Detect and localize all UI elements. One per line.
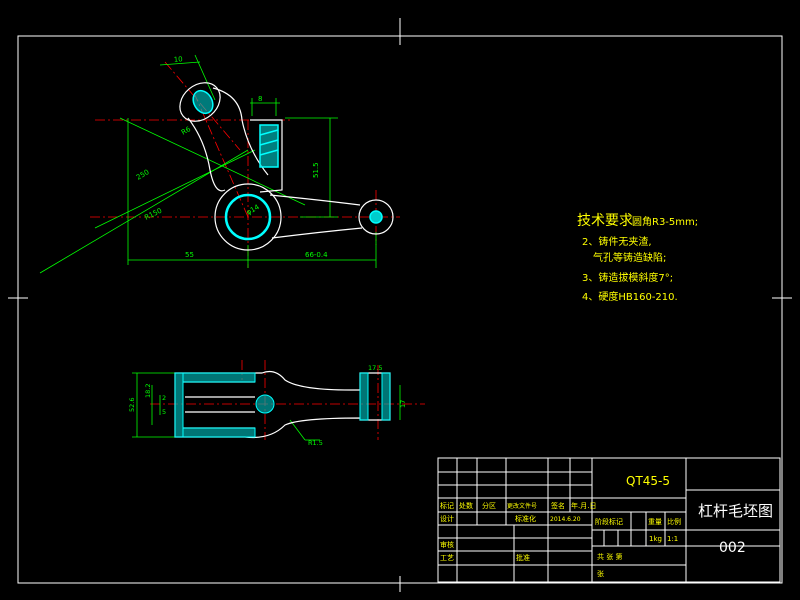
dim-18-2: 18.2 — [144, 384, 152, 398]
dim-8: 8 — [258, 95, 262, 103]
material: QT45-5 — [626, 474, 670, 488]
label-stage: 阶段标记 — [595, 517, 623, 526]
label-change-doc: 更改文件号 — [507, 502, 537, 510]
note-line3: 气孔等铸造缺陷; — [593, 251, 666, 264]
lever-outline — [179, 82, 394, 251]
sheet-label: 张 — [597, 569, 604, 578]
sheets-label: 共 张 第 — [597, 552, 622, 561]
dim-66: 66-0.4 — [305, 251, 328, 259]
dim-5: 5 — [162, 408, 166, 416]
top-dimension-labels: 10 8 R6 250 R150 55 66-0.4 51.5 φ14 — [135, 55, 328, 259]
sheet-border — [8, 18, 792, 592]
dim-2: 2 — [162, 394, 166, 402]
label-mark: 标记 — [440, 501, 454, 510]
technical-notes: 技术要求 圆角R3-5mm; 2、铸件无夹渣, 气孔等铸造缺陷; 3、铸造拔模斜… — [577, 213, 698, 303]
design-date: 2014.6.20 — [550, 516, 581, 523]
dim-phi14: φ14 — [245, 203, 261, 217]
dim-17-5: 17.5 — [368, 364, 382, 372]
dim-51-5: 51.5 — [312, 162, 320, 178]
note-line1-tail: 圆角R3-5mm; — [632, 216, 698, 228]
drawing-number: 002 — [719, 540, 746, 556]
label-process: 工艺 — [440, 554, 454, 562]
dim-r1-5: R1.5 — [308, 439, 323, 447]
dim-r6: R6 — [180, 125, 193, 137]
label-approve: 批准 — [516, 553, 530, 562]
side-hatch — [174, 372, 391, 438]
lever-side-view: 52.6 18.2 2 5 17.5 17 R1.5 — [128, 360, 425, 447]
label-review: 审核 — [440, 540, 454, 549]
label-standardize: 标准化 — [515, 514, 536, 523]
side-dimension-labels: 52.6 18.2 2 5 17.5 17 R1.5 — [128, 364, 407, 447]
label-sign: 签名 — [551, 501, 565, 510]
dim-r150: R150 — [143, 207, 163, 222]
label-date: 年.月.日 — [571, 501, 596, 510]
part-name: 杠杆毛坯图 — [698, 502, 773, 520]
scale-value: 1:1 — [667, 535, 678, 543]
dim-55: 55 — [185, 251, 194, 259]
label-weight: 重量 — [648, 518, 662, 526]
label-scale: 比例 — [667, 517, 681, 526]
title-block: QT45-5 杠杆毛坯图 002 标记 处数 分区 更改文件号 签名 年.月.日… — [437, 457, 781, 583]
dim-250: 250 — [135, 168, 151, 182]
note-line4: 3、铸造拔模斜度7°; — [582, 271, 673, 284]
label-count: 处数 — [459, 501, 473, 510]
dimension-lines — [39, 54, 377, 274]
dim-10: 10 — [173, 55, 183, 64]
label-designer: 设计 — [440, 514, 454, 523]
side-dimension-lines — [132, 372, 401, 441]
label-zone: 分区 — [482, 501, 496, 510]
note-line5: 4、硬度HB160-210. — [582, 290, 678, 303]
note-line2: 2、铸件无夹渣, — [582, 235, 652, 248]
dim-52-6: 52.6 — [128, 398, 136, 412]
dim-17: 17 — [399, 400, 407, 408]
lever-front-view: 10 8 R6 250 R150 55 66-0.4 51.5 φ14 — [39, 54, 400, 274]
note-title: 技术要求 — [577, 213, 633, 229]
weight-value: 1kg — [649, 535, 662, 543]
center-lines — [90, 61, 400, 268]
hatched-sections — [192, 89, 383, 241]
